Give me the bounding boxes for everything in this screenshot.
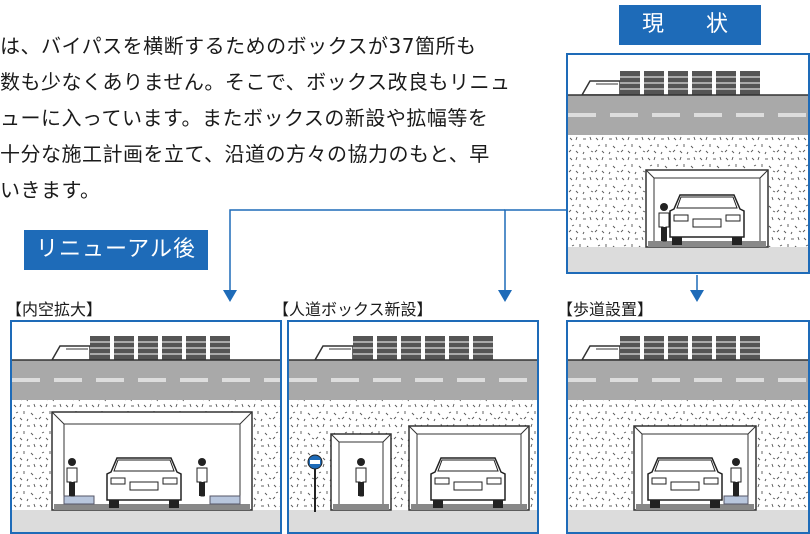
pedestrian-crossing-sign-icon (307, 454, 323, 512)
pedestrian-icon (66, 458, 78, 497)
diagram-sidewalk (566, 320, 810, 534)
road-surface (289, 360, 537, 400)
car-icon (647, 457, 723, 508)
panel-title-sidewalk: 【歩道設置】 (557, 300, 654, 319)
ground-surface (289, 510, 537, 532)
ground-surface (12, 510, 280, 532)
intro-line: 十分な施工計画を立て、沿道の方々の協力のもと、早 (0, 142, 490, 166)
pedestrian-icon (730, 458, 742, 497)
road-surface (568, 95, 808, 135)
pedestrian-icon (196, 458, 208, 497)
arrow-down-icon (690, 290, 704, 302)
diagram-current (566, 53, 810, 274)
pedestrian-icon (355, 458, 367, 497)
panel-title-pedestrian-box: 【人道ボックス新設】 (273, 300, 433, 319)
diagram-pedestrian-box (287, 320, 539, 534)
label-after-renewal: リニューアル後 (24, 230, 208, 270)
pedestrian-icon (658, 203, 670, 242)
intro-line: 数も少なくありません。そこで、ボックス改良もリニュ (0, 70, 511, 94)
intro-line: ューに入っています。またボックスの新設や拡幅等を (0, 106, 489, 130)
intro-line: は、バイパスを横断するためのボックスが37箇所も (0, 34, 477, 58)
connector-line-main (504, 209, 566, 290)
vehicle-icons (580, 71, 760, 96)
road-surface (568, 360, 808, 400)
intro-paragraph: は、バイパスを横断するためのボックスが37箇所も 数も少なくありません。そこで、… (0, 28, 560, 208)
car-icon (430, 457, 506, 508)
arrow-down-icon (223, 290, 237, 302)
car-icon (669, 194, 745, 245)
vehicle-icons (580, 336, 760, 361)
diagram-expand (10, 320, 282, 534)
label-current: 現 状 (619, 5, 761, 45)
ground-surface (568, 247, 808, 272)
ground-surface (568, 510, 808, 532)
connector-line-left (229, 209, 505, 290)
arrow-down-icon (498, 290, 512, 302)
panel-title-expand: 【内空拡大】 (6, 300, 103, 319)
car-icon (106, 457, 182, 508)
vehicle-icons (313, 336, 493, 361)
intro-line: いきます。 (0, 178, 101, 202)
vehicle-icons (50, 336, 230, 361)
